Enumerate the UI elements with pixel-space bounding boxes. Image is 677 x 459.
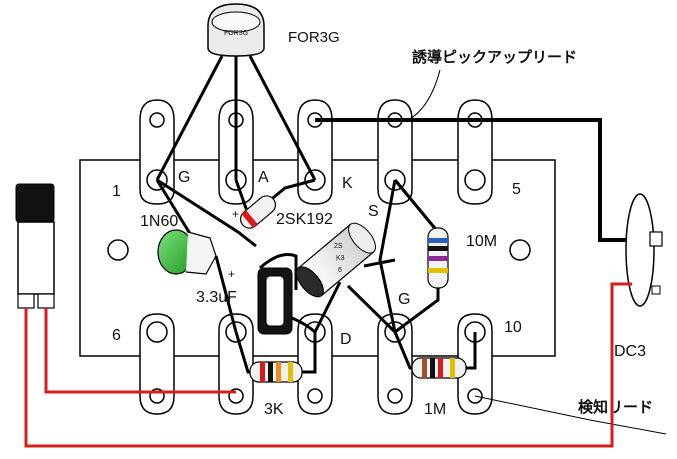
terminal-lug-top-5 <box>457 99 493 205</box>
battery-plug <box>15 183 55 309</box>
resistor-3k <box>234 331 317 383</box>
diode-label: 1N60 <box>140 213 178 230</box>
mount-hole-left <box>107 239 129 261</box>
metal-can-transistor: 2S K3 6 <box>295 222 397 334</box>
resistor-1m <box>393 331 477 379</box>
diode-1n60 <box>155 179 238 333</box>
capacitor-label: 3.3uF <box>196 289 237 306</box>
red-wires <box>24 282 632 448</box>
terminal-lug-top-4 <box>377 99 413 205</box>
pin-label-d: D <box>340 331 352 348</box>
resistor-10m <box>393 179 449 334</box>
resistor-1m-label: 1M <box>424 401 446 418</box>
terminal-number-5: 5 <box>512 181 521 198</box>
pickup-label: 誘導ピックアップリード <box>412 48 577 66</box>
for3g-body-label: FOR3G <box>224 30 248 37</box>
pickup-callout <box>407 69 441 121</box>
ic-leads <box>155 55 317 181</box>
pin-label-a: A <box>258 169 269 186</box>
terminal-lug-top-3 <box>297 99 333 205</box>
for3g-sensor: FOR3G <box>207 3 265 57</box>
ic-label: FOR3G <box>288 29 340 46</box>
can-text-2: K3 <box>336 255 345 262</box>
component-2sk192: + <box>232 178 316 229</box>
terminal-number-6: 6 <box>112 327 121 344</box>
pin-label-g-bottom: G <box>398 291 410 308</box>
pin-label-g-top: G <box>178 169 190 186</box>
pin-label-k: K <box>342 175 353 192</box>
capacitor-3-3uf: + <box>228 253 316 335</box>
detect-callout <box>474 395 667 435</box>
svg-text:+: + <box>232 207 239 221</box>
detect-label: 検知リード <box>578 398 653 416</box>
transistor-label: 2SK192 <box>276 211 333 228</box>
resistor-3k-label: 3K <box>264 401 284 418</box>
terminal-lug-bottom-6 <box>139 313 175 415</box>
pin-label-s: S <box>368 203 379 220</box>
pickup-lead <box>315 118 640 242</box>
svg-text:+: + <box>228 267 235 281</box>
dc3-label: DC3 <box>614 343 646 360</box>
dc3-jack <box>625 193 663 307</box>
terminal-number-1: 1 <box>112 183 121 200</box>
terminal-number-10: 10 <box>504 319 522 336</box>
mount-hole-right <box>509 239 531 261</box>
can-text-1: 2S <box>334 243 343 250</box>
resistor-10m-label: 10M <box>466 233 497 250</box>
can-text-3: 6 <box>338 267 342 274</box>
